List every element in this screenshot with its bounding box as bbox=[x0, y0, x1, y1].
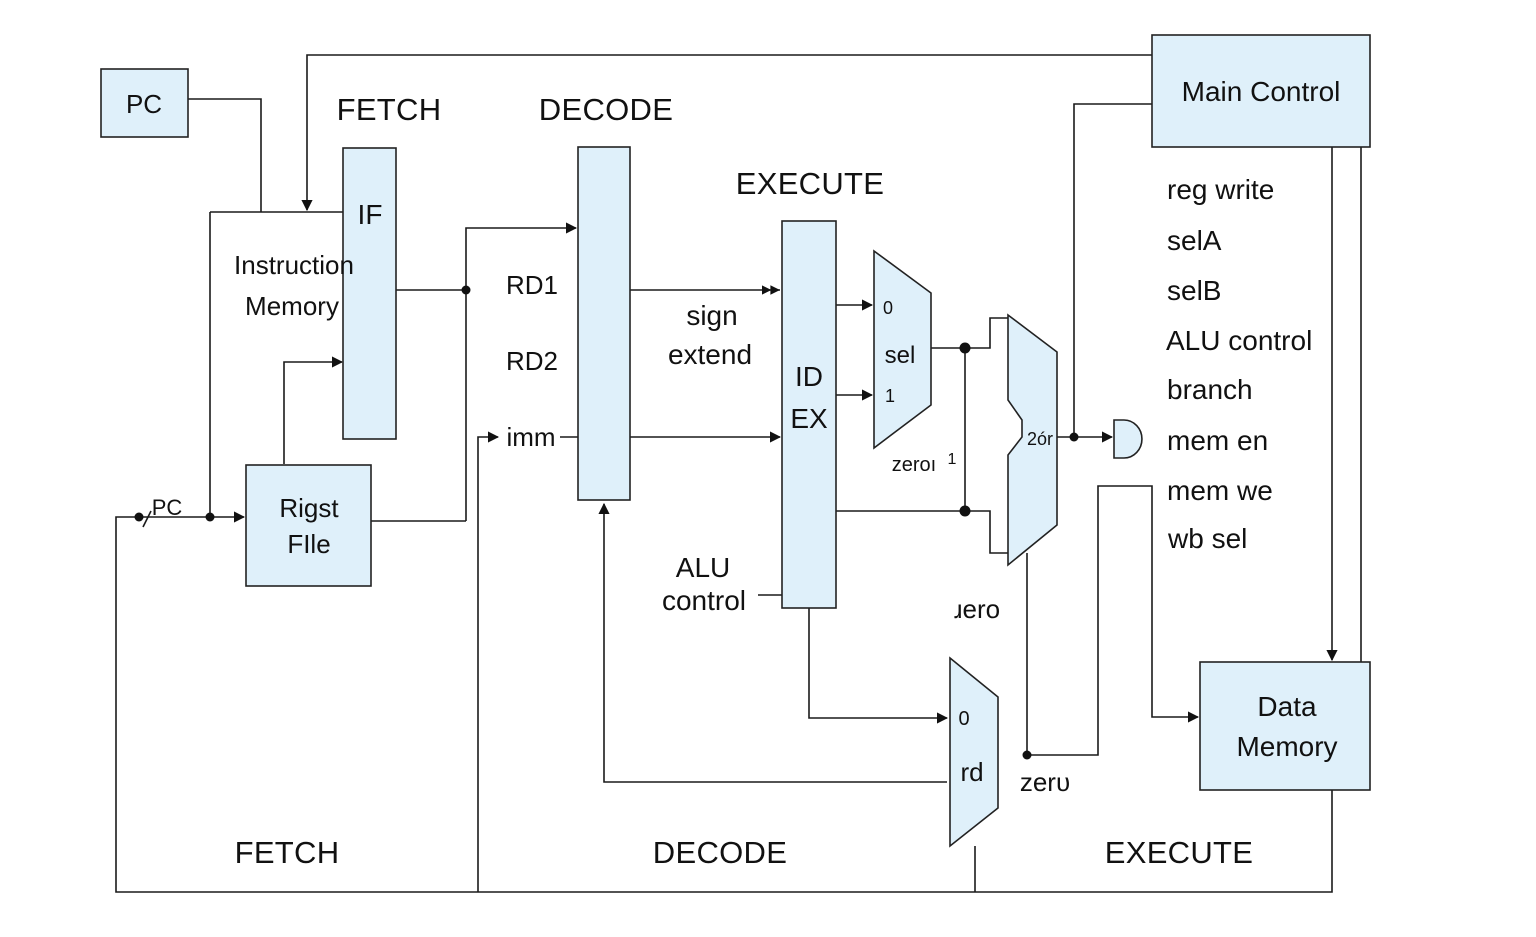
wires bbox=[115, 54, 1362, 893]
zero-near-mux-1-label: 1 bbox=[948, 451, 957, 468]
register-file-line-2: FIle bbox=[287, 529, 330, 559]
sign-extend-line-1: sign bbox=[686, 300, 737, 331]
instruction-memory-line-2: Memory bbox=[245, 291, 339, 321]
regfile-to-if-wire bbox=[283, 356, 344, 464]
register-file-block: Rigst FIle bbox=[245, 464, 372, 587]
imm-input-wire bbox=[477, 431, 500, 892]
main-control-label: Main Control bbox=[1182, 76, 1341, 107]
pc-block: PC bbox=[100, 68, 189, 138]
pc-feedback-label: PC bbox=[152, 495, 183, 520]
instruction-memory-line-1: Instruction bbox=[234, 250, 354, 280]
sign-extend-line-2: extend bbox=[668, 339, 752, 370]
pc-output-wire bbox=[188, 98, 262, 212]
control-signal-wb-sel: wb sel bbox=[1167, 523, 1247, 554]
bottom-loop-wire bbox=[115, 516, 1333, 893]
id-ex-line-1: ID bbox=[795, 361, 823, 392]
rd1-label: RD1 bbox=[506, 270, 558, 300]
junction-dot bbox=[959, 342, 971, 354]
data-memory-block: Data Memory bbox=[1199, 661, 1371, 791]
mux-sel-label: sel bbox=[885, 342, 916, 369]
main-control-block: Main Control bbox=[1151, 34, 1371, 148]
top-execute-label: EXECUTE bbox=[736, 166, 885, 201]
junction-dot bbox=[1069, 432, 1079, 442]
idex-to-wbmux-wire bbox=[808, 608, 949, 724]
if-block: IF bbox=[342, 147, 397, 440]
control-signal-branch: branch bbox=[1167, 374, 1253, 405]
junction-dot bbox=[134, 512, 144, 522]
zero-near-mux-label: zeroı bbox=[892, 454, 936, 476]
pc-label: PC bbox=[126, 89, 162, 119]
control-signal-sel-a: selA bbox=[1167, 225, 1222, 256]
and-gate bbox=[1113, 419, 1143, 459]
control-signal-mem-we: mem we bbox=[1167, 475, 1273, 506]
rd2-label: RD2 bbox=[506, 346, 558, 376]
idex-to-alu-wire bbox=[836, 510, 1008, 554]
id-ex-line-2: EX bbox=[790, 403, 828, 434]
mux-input-0-label: 0 bbox=[883, 298, 893, 318]
id-ex-block: ID EX bbox=[781, 220, 837, 609]
data-memory-line-1: Data bbox=[1257, 691, 1317, 722]
alu-control-line-1: ALU bbox=[676, 552, 730, 583]
imm-label: imm bbox=[506, 422, 555, 452]
writeback-mux-0-label: 0 bbox=[958, 708, 969, 730]
instruction-memory-label: Instruction Memory bbox=[234, 250, 354, 321]
alu-control-line-2: control bbox=[662, 585, 746, 616]
zero-mid-label: ɹero bbox=[954, 594, 1000, 624]
register-file-line-1: Rigst bbox=[279, 493, 339, 523]
zero-bottom-label: zerυ bbox=[1020, 767, 1070, 797]
mux-input-1-label: 1 bbox=[885, 386, 895, 406]
data-memory-line-2: Memory bbox=[1236, 731, 1337, 762]
alu-source-mux: 0 sel 1 bbox=[873, 249, 932, 450]
if-label: IF bbox=[358, 199, 383, 230]
bottom-execute-label: EXECUTE bbox=[1105, 835, 1254, 870]
control-signal-reg-write: reg write bbox=[1167, 174, 1274, 205]
control-to-if-wire bbox=[301, 54, 1152, 212]
writeback-mux-rd-label: rd bbox=[960, 757, 983, 787]
decode-input-wire bbox=[465, 222, 578, 521]
top-decode-label: DECODE bbox=[539, 92, 673, 127]
alu-label: 2ór bbox=[1027, 429, 1053, 449]
alu-unit: 2ór bbox=[1007, 313, 1058, 567]
bottom-decode-label: DECODE bbox=[653, 835, 787, 870]
junction-dot bbox=[461, 285, 471, 295]
writeback-mux: 0 rd bbox=[949, 656, 999, 848]
junction-dot bbox=[1022, 750, 1032, 760]
junction-dot bbox=[205, 512, 215, 522]
pc-tick bbox=[142, 510, 152, 528]
control-to-and-wire bbox=[1073, 103, 1152, 437]
zero-to-dmem-wire bbox=[1027, 485, 1200, 756]
control-signal-alu-control: ALU control bbox=[1166, 325, 1312, 356]
control-signal-mem-en: mem en bbox=[1167, 425, 1268, 456]
junction-dot bbox=[959, 505, 971, 517]
wb-to-decode-wire bbox=[598, 502, 947, 783]
decode-register-block bbox=[577, 146, 631, 501]
control-signal-sel-b: selB bbox=[1167, 275, 1221, 306]
bottom-fetch-label: FETCH bbox=[235, 835, 340, 870]
control-signal-list: reg write selA selB ALU control branch m… bbox=[1166, 174, 1312, 554]
mux-to-alu-wire bbox=[931, 317, 1008, 349]
top-fetch-label: FETCH bbox=[337, 92, 442, 127]
